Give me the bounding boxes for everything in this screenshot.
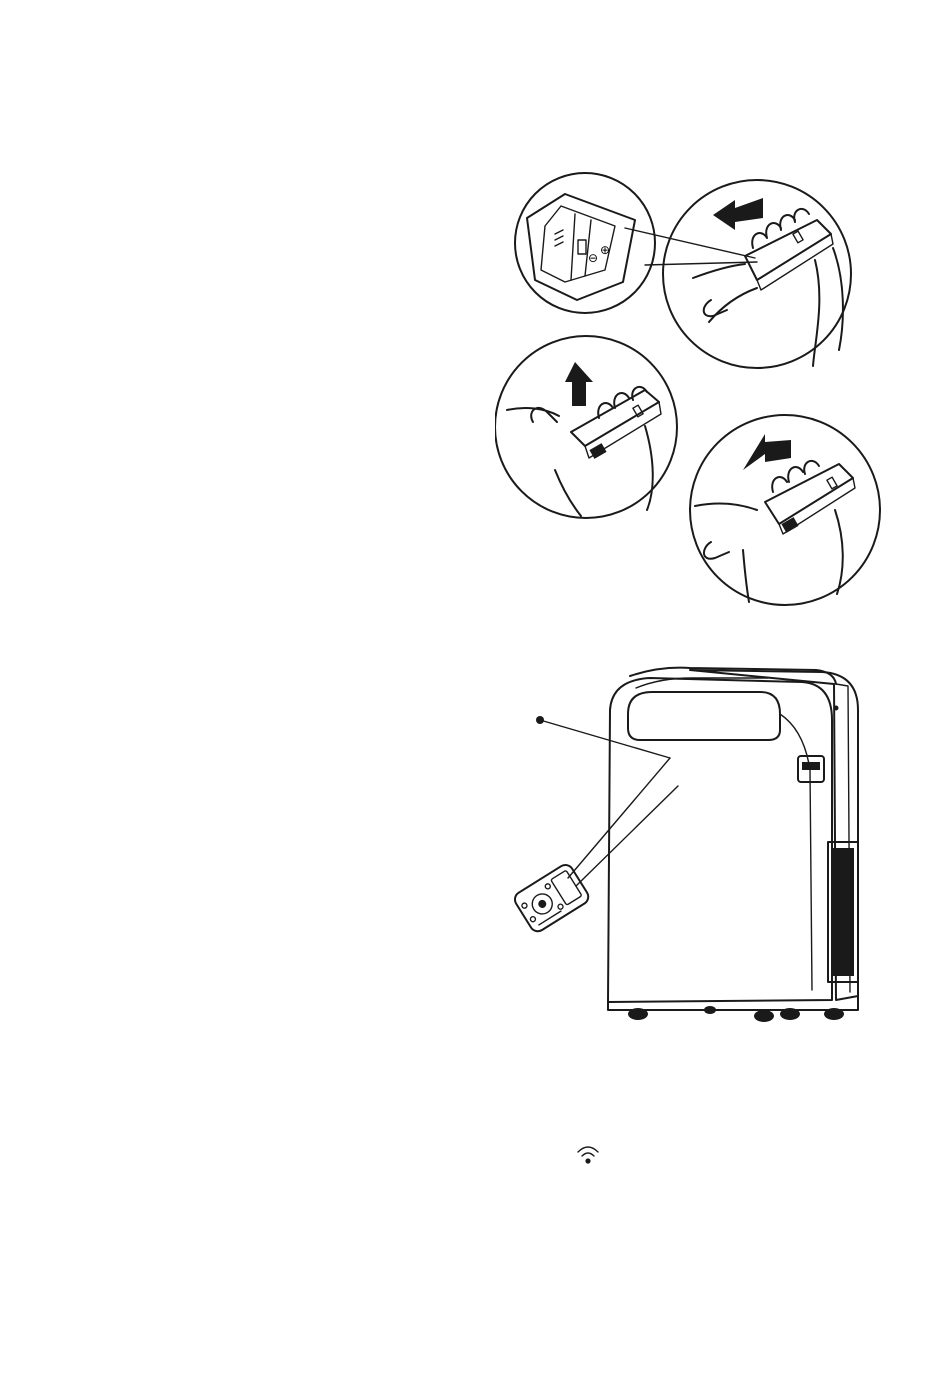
slide-cover-on — [690, 415, 880, 605]
plus-polarity-mark: ⊕ — [600, 243, 610, 257]
remote-operation-figure — [510, 660, 870, 1030]
arrow-right-icon — [743, 434, 791, 470]
wheels — [628, 1006, 844, 1022]
slide-cover-off — [663, 180, 851, 368]
arrow-up-icon — [565, 362, 593, 406]
remote-control — [512, 862, 591, 934]
side-grille — [828, 842, 858, 982]
signal-leader — [536, 716, 670, 758]
remote-operation-svg — [510, 660, 870, 1030]
minus-polarity-mark: ⊖ — [588, 251, 598, 265]
battery-figure-svg: ⊖ ⊕ — [495, 170, 895, 620]
battery-figure: ⊖ ⊕ — [495, 170, 895, 620]
wireless-signal-icon — [575, 1144, 601, 1166]
lift-out — [495, 336, 677, 518]
side-handle — [798, 756, 824, 782]
battery-compartment-detail: ⊖ ⊕ — [515, 173, 757, 313]
arrow-left-icon — [713, 198, 763, 230]
air-conditioner-unit — [608, 668, 858, 1022]
signal-beams — [568, 758, 678, 886]
